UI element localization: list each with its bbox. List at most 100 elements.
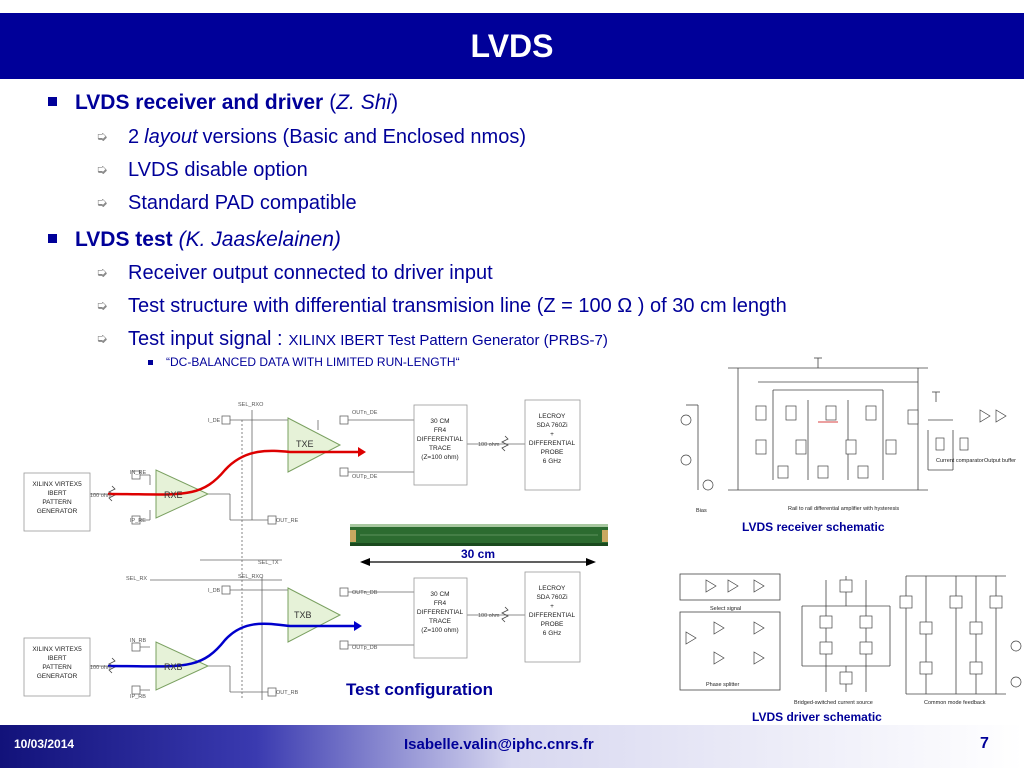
label-rxb: RXB: [164, 662, 183, 672]
arrow-bullet-icon: ➭: [96, 264, 108, 280]
sub-bullet-text: 2: [128, 126, 140, 148]
small-square-bullet-icon: [148, 359, 153, 365]
label-ip-rb: IP_RB: [130, 694, 146, 700]
red-signal-trace: [107, 449, 360, 496]
sub-bullet-receiver-output: ➭ Receiver output connected to driver in…: [96, 262, 493, 285]
generator-line: IBERT: [47, 490, 66, 497]
probe-line: DIFFERENTIAL: [529, 612, 576, 619]
sub-bullet-pad: ➭ Standard PAD compatible: [96, 192, 357, 215]
trace-line: 30 CM: [430, 418, 449, 425]
receiver-schematic-caption: LVDS receiver schematic: [742, 520, 885, 534]
trace-line: FR4: [434, 600, 447, 607]
author-name: Z. Shi: [336, 91, 392, 114]
sub-bullet-test-structure: ➭ Test structure with differential trans…: [96, 295, 787, 318]
label-outp-de: OUTp_DE: [352, 474, 378, 480]
test-configuration-caption: Test configuration: [346, 680, 494, 699]
sub-bullet-text: Test structure with differential transmi…: [128, 295, 787, 317]
schematic-label: Bias: [696, 508, 707, 514]
footer-bar: [0, 725, 1024, 768]
arrow-bullet-icon: ➭: [96, 297, 108, 313]
generator-line: IBERT: [47, 655, 66, 662]
paren-open: (: [329, 91, 337, 114]
test-configuration-diagram: SEL_RXO I_DE OUTn_DE OUTp_DE IN_RE IP_RE…: [23, 399, 608, 700]
generator-box-top: [23, 472, 91, 532]
probe-line: +: [550, 603, 554, 610]
arrow-bullet-icon: ➭: [96, 330, 108, 346]
schematic-label: Current comparator: [936, 458, 984, 464]
page-number: 7: [980, 735, 989, 752]
txb-buffer: [287, 587, 342, 643]
schematic-label: Output buffer: [984, 458, 1016, 464]
generator-box-bottom: [23, 637, 91, 697]
generator-line: XILINX VIRTEX5: [32, 646, 82, 653]
label-txe: TXE: [296, 439, 314, 449]
probe-line: 6 GHz: [543, 458, 561, 465]
probe-line: LECROY: [539, 585, 566, 592]
sub-bullet-italic: layout: [144, 126, 198, 148]
probe-line: DIFFERENTIAL: [529, 440, 576, 447]
label-rxe: RXE: [164, 490, 183, 500]
schematic-label: Select signal: [710, 606, 741, 612]
probe-line: PROBE: [541, 449, 564, 456]
txe-buffer: [287, 417, 342, 473]
bullet-text: LVDS test: [75, 228, 173, 251]
cable-length-label: 30 cm: [461, 547, 495, 561]
probe-line: PROBE: [541, 621, 564, 628]
cable-photo: [350, 524, 608, 546]
trace-box-top: [413, 404, 468, 486]
label-outn-db: OUTn_DB: [352, 590, 378, 596]
trace-line: DIFFERENTIAL: [417, 609, 464, 616]
sub-bullet-disable: ➭ LVDS disable option: [96, 159, 308, 182]
label-sel-tx: SEL_TX: [258, 560, 279, 566]
label-outp-db: OUTp_DB: [352, 645, 378, 651]
bullet-lvds-test: LVDS test (K. Jaaskelainen): [48, 228, 341, 252]
trace-line: TRACE: [429, 445, 452, 452]
trace-line: FR4: [434, 427, 447, 434]
label-in-rb: IN_RB: [130, 638, 147, 644]
label-outn-de: OUTn_DE: [352, 410, 378, 416]
probe-box-bottom: [524, 571, 581, 663]
generator-line: GENERATOR: [37, 673, 78, 680]
square-bullet-icon: [48, 97, 57, 106]
probe-line: +: [550, 431, 554, 438]
label-ohm-bottom: 100 ohm: [90, 665, 112, 671]
generator-line: GENERATOR: [37, 508, 78, 515]
driver-schematic-caption: LVDS driver schematic: [752, 710, 882, 724]
title-bar: LVDS: [0, 13, 1024, 79]
schematic-label: Phase splitter: [706, 682, 739, 688]
label-ohm-probe-bottom: 100 ohm: [478, 613, 500, 619]
footer-date: 10/03/2014: [14, 737, 75, 751]
sub-bullet-layout: ➭ 2 layout versions (Basic and Enclosed …: [96, 126, 526, 149]
label-txb: TXB: [294, 610, 312, 620]
bullet-text: LVDS receiver and driver: [75, 91, 324, 114]
trace-line: TRACE: [429, 618, 452, 625]
label-i-db: I_DB: [208, 588, 221, 594]
sub-bullet-text: Receiver output connected to driver inpu…: [128, 262, 493, 284]
probe-line: 6 GHz: [543, 630, 561, 637]
label-sel-rxo: SEL_RXO: [238, 402, 264, 408]
probe-line: SDA 760Zi: [536, 422, 567, 429]
blue-signal-trace: [107, 622, 356, 668]
arrow-bullet-icon: ➭: [96, 128, 108, 144]
label-out-rb: OUT_RB: [276, 690, 299, 696]
schematic-label: Rail to rail differential amplifier with…: [788, 506, 899, 512]
probe-line: LECROY: [539, 413, 566, 420]
schematic-label: Bridged-switched current source: [794, 700, 873, 706]
driver-schematic: Select signal Phase splitter Bridged-swi…: [676, 566, 1024, 706]
sub-bullet-test-input: ➭ Test input signal : XILINX IBERT Test …: [96, 328, 608, 351]
sub-sub-bullet: “DC-BALANCED DATA WITH LIMITED RUN-LENGT…: [148, 355, 460, 369]
label-i-de: I_DE: [208, 418, 221, 424]
slide-title: LVDS: [470, 27, 554, 64]
label-in-re: IN_RE: [130, 470, 147, 476]
sub-bullet-text: Standard PAD compatible: [128, 192, 357, 214]
label-sel-rxo-bottom: SEL_RXO: [238, 574, 264, 580]
sub-sub-bullet-text: “DC-BALANCED DATA WITH LIMITED RUN-LENGT…: [166, 355, 460, 369]
square-bullet-icon: [48, 234, 57, 243]
sub-bullet-text: versions (Basic and Enclosed nmos): [202, 126, 526, 148]
trace-line: (Z=100 ohm): [421, 627, 458, 634]
label-ip-re: IP_RE: [130, 518, 146, 524]
generator-line: XILINX VIRTEX5: [32, 481, 82, 488]
trace-line: 30 CM: [430, 591, 449, 598]
label-ohm-probe-top: 100 ohm: [478, 442, 500, 448]
generator-line: PATTERN: [42, 664, 72, 671]
